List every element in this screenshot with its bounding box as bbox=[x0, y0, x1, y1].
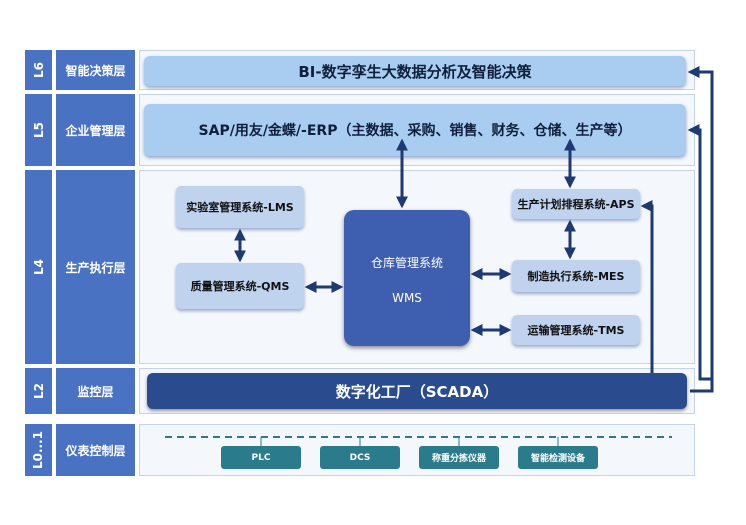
qms-box: 质量管理系统-QMS bbox=[176, 263, 304, 309]
level-name-l4: 生产执行层 bbox=[56, 170, 135, 364]
level-name-l5: 企业管理层 bbox=[56, 94, 135, 166]
scada-band: 数字化工厂（SCADA） bbox=[147, 373, 687, 409]
level-code-l2: L2 bbox=[25, 368, 52, 414]
device-dcs: DCS bbox=[320, 446, 400, 469]
arrow-scada-bi bbox=[687, 66, 714, 393]
device-plc: PLC bbox=[221, 446, 301, 469]
device-weighing: 称重分拣仪器 bbox=[419, 446, 499, 469]
aps-box: 生产计划排程系统-APS bbox=[512, 189, 640, 219]
level-name-l0: 仪表控制层 bbox=[56, 424, 135, 476]
arrow-scada-erp bbox=[687, 124, 712, 381]
wms-code: WMS bbox=[392, 291, 422, 305]
lms-box: 实验室管理系统-LMS bbox=[176, 186, 304, 228]
level-code-l0: L0...1 bbox=[25, 424, 52, 476]
tms-box: 运输管理系统-TMS bbox=[512, 315, 640, 345]
wms-name: 仓库管理系统 bbox=[370, 256, 443, 270]
mes-box: 制造执行系统-MES bbox=[512, 260, 640, 292]
erp-band: SAP/用友/金蝶/-ERP（主数据、采购、销售、财务、仓储、生产等） bbox=[144, 104, 686, 156]
level-name-l6: 智能决策层 bbox=[56, 50, 135, 90]
level-name-l2: 监控层 bbox=[56, 368, 135, 414]
arrow-scada-aps bbox=[640, 200, 654, 373]
bi-band: BI-数字孪生大数据分析及智能决策 bbox=[144, 56, 686, 86]
level-code-l5: L5 bbox=[25, 94, 52, 166]
level-code-l4: L4 bbox=[25, 170, 52, 364]
level-code-l6: L6 bbox=[25, 50, 52, 90]
wms-box: 仓库管理系统 WMS bbox=[344, 210, 470, 346]
device-inspection: 智能检测设备 bbox=[518, 446, 598, 469]
